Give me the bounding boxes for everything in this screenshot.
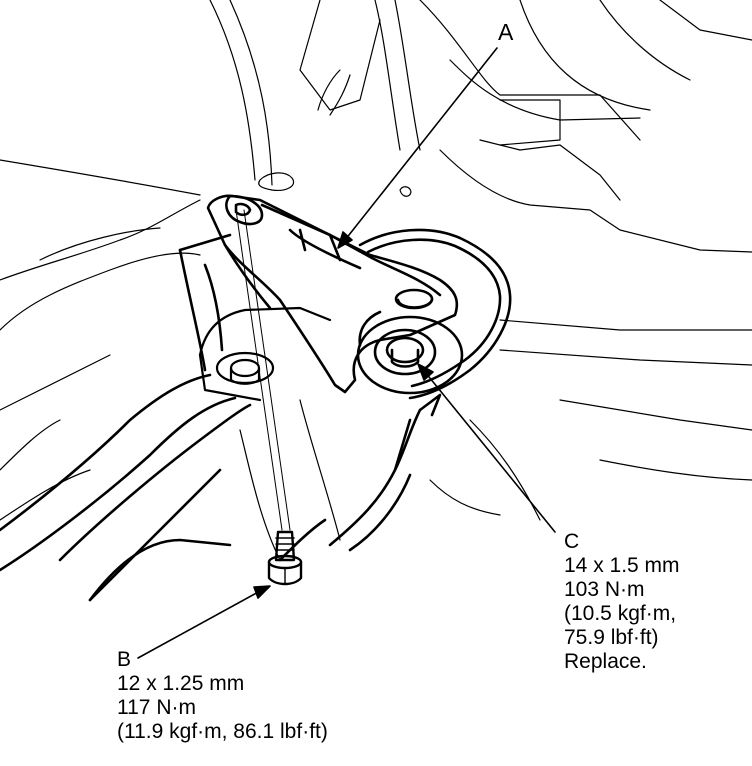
callout-a-label: A: [498, 20, 513, 44]
callout-c-letter: C: [564, 530, 580, 553]
mount-housing: [356, 228, 512, 400]
callout-c-torque-nm: 103 N·m: [564, 578, 645, 601]
leader-arrows: [137, 47, 556, 659]
callout-c-size: 14 x 1.5 mm: [564, 554, 680, 577]
mount-bracket-a: [206, 194, 459, 394]
vehicle-body-lines: [0, 0, 752, 561]
callout-b-torque-nm: 117 N·m: [117, 696, 196, 719]
subframe-outline: [0, 233, 442, 602]
bolt-b-icon: [267, 530, 303, 586]
callout-b-size: 12 x 1.25 mm: [117, 672, 245, 695]
callout-a-letter: A: [498, 19, 514, 45]
callout-b-letter: B: [117, 648, 132, 671]
callout-c-spec: C 14 x 1.5 mm 103 N·m (10.5 kgf·m, 75.9 …: [564, 530, 680, 674]
callout-c-torque-alt-2: 75.9 lbf·ft): [564, 626, 659, 649]
callout-b-torque-alt: (11.9 kgf·m, 86.1 lbf·ft): [117, 720, 328, 743]
callout-b-spec: B 12 x 1.25 mm 117 N·m (11.9 kgf·m, 86.1…: [117, 648, 328, 744]
callout-c-torque-alt-1: (10.5 kgf·m,: [564, 602, 677, 625]
callout-c-note: Replace.: [564, 650, 647, 673]
mount-base: [198, 306, 332, 402]
alignment-lines: [235, 209, 291, 531]
